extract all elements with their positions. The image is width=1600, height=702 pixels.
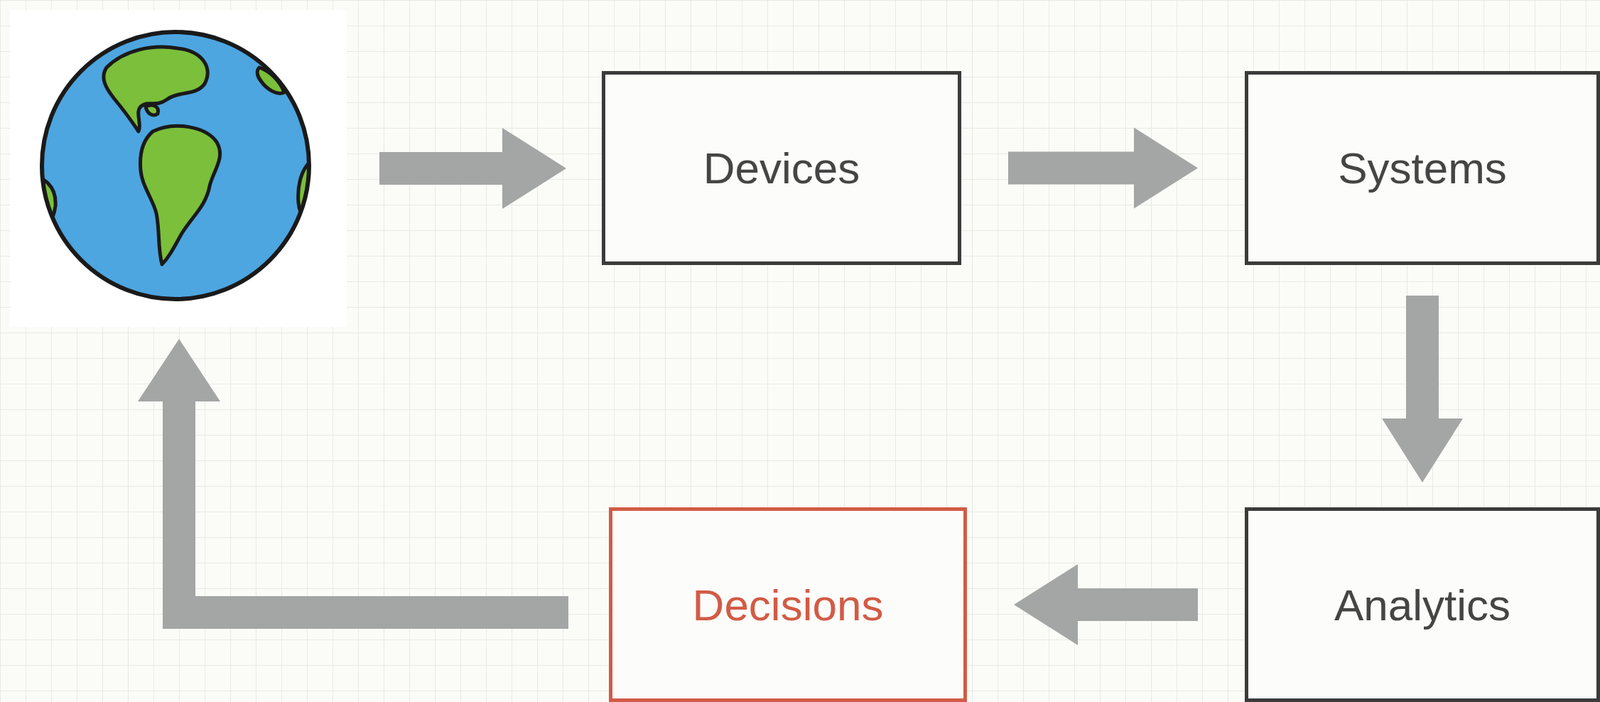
box-label: Devices — [689, 142, 875, 194]
decisions-to-globe-arrow — [137, 338, 569, 629]
process-box: Decisions — [608, 507, 967, 702]
loop-arrows — [137, 127, 569, 629]
process-box: Systems — [1244, 71, 1600, 266]
box-label: Systems — [1323, 142, 1522, 194]
block-arrow — [1013, 564, 1198, 646]
process-box: Devices — [601, 71, 962, 266]
box-label: Decisions — [678, 579, 899, 631]
block-arrow — [1008, 127, 1198, 209]
block-arrow — [1381, 295, 1463, 483]
process-box: Analytics — [1244, 507, 1600, 702]
globe-to-devices-arrow — [379, 127, 567, 209]
box-label: Analytics — [1320, 579, 1525, 631]
globe-illustration — [9, 9, 347, 327]
